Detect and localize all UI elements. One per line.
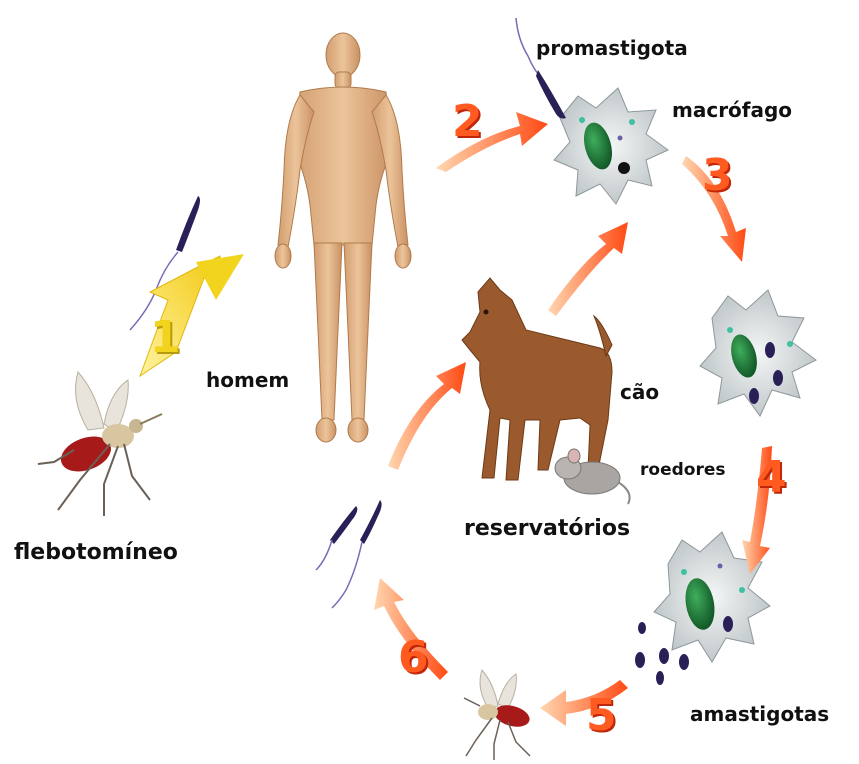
step-number-2: 2 (452, 96, 483, 147)
label-promastigota: promastigota (536, 36, 688, 60)
step-number-6: 6 (398, 632, 429, 683)
arrow-promastigote-to-reservoir (388, 362, 466, 470)
step-number-3: 3 (702, 150, 733, 201)
promastigote-parasites (316, 500, 382, 608)
dog-figure (462, 278, 612, 480)
step-number-1: 1 (150, 312, 181, 363)
promastigote-parasite (516, 18, 566, 119)
label-flebotomineo: flebotomíneo (14, 540, 178, 565)
label-macrofago: macrófago (672, 98, 792, 122)
human-figure (275, 33, 411, 442)
label-reservatorios: reservatórios (464, 516, 630, 541)
sandfly-insect (38, 372, 162, 516)
macrophage-cell (554, 88, 668, 204)
sandfly-insect (464, 670, 532, 760)
label-cao: cão (620, 380, 659, 404)
label-roedores: roedores (640, 460, 725, 480)
label-amastigotas: amastigotas (690, 702, 829, 726)
label-homem: homem (206, 368, 289, 392)
step-number-4: 4 (756, 452, 787, 503)
macrophage-cell (700, 290, 816, 416)
step-number-5: 5 (586, 690, 617, 741)
arrow-reservoir-to-macrophage (548, 222, 628, 316)
